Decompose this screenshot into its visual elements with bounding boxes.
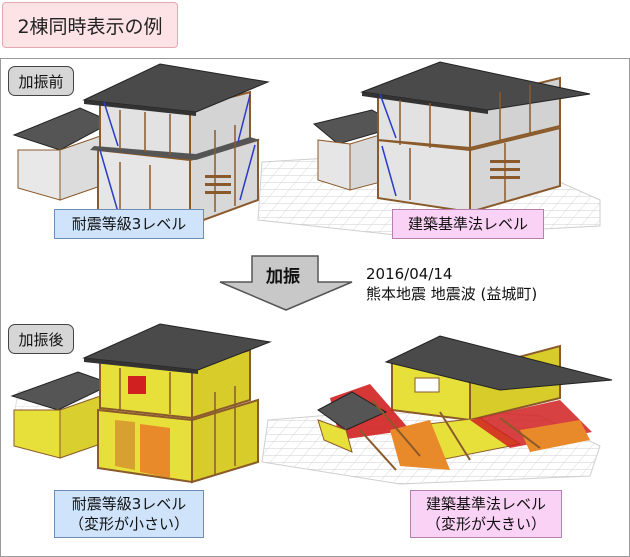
page-title: 2棟同時表示の例 <box>2 2 178 48</box>
building-grade3-before <box>12 63 270 227</box>
excitation-arrow-label: 加振 <box>266 267 300 287</box>
building-code-after <box>317 335 613 471</box>
building-code-before <box>312 61 591 214</box>
excitation-arrow <box>219 255 353 311</box>
caption-grade3-before: 耐震等級3レベル <box>54 209 204 239</box>
caption-code-after: 建築基準法レベル （変形が大きい） <box>410 490 562 538</box>
caption-grade3-after: 耐震等級3レベル （変形が小さい） <box>54 490 204 538</box>
after-excitation-label: 加振後 <box>8 324 74 354</box>
caption-code-after-line2: （変形が大きい） <box>425 515 546 533</box>
excitation-date: 2016/04/14 <box>366 265 453 283</box>
caption-code-after-line1: 建築基準法レベル <box>425 494 546 513</box>
building-grade3-after <box>10 323 272 484</box>
excitation-wave: 熊本地震 地震波 (益城町) <box>366 285 538 303</box>
caption-grade3-after-line1: 耐震等級3レベル <box>71 494 187 513</box>
caption-code-before: 建築基準法レベル <box>392 209 544 239</box>
before-excitation-label: 加振前 <box>8 66 74 96</box>
caption-grade3-after-line2: （変形が小さい） <box>68 515 189 533</box>
